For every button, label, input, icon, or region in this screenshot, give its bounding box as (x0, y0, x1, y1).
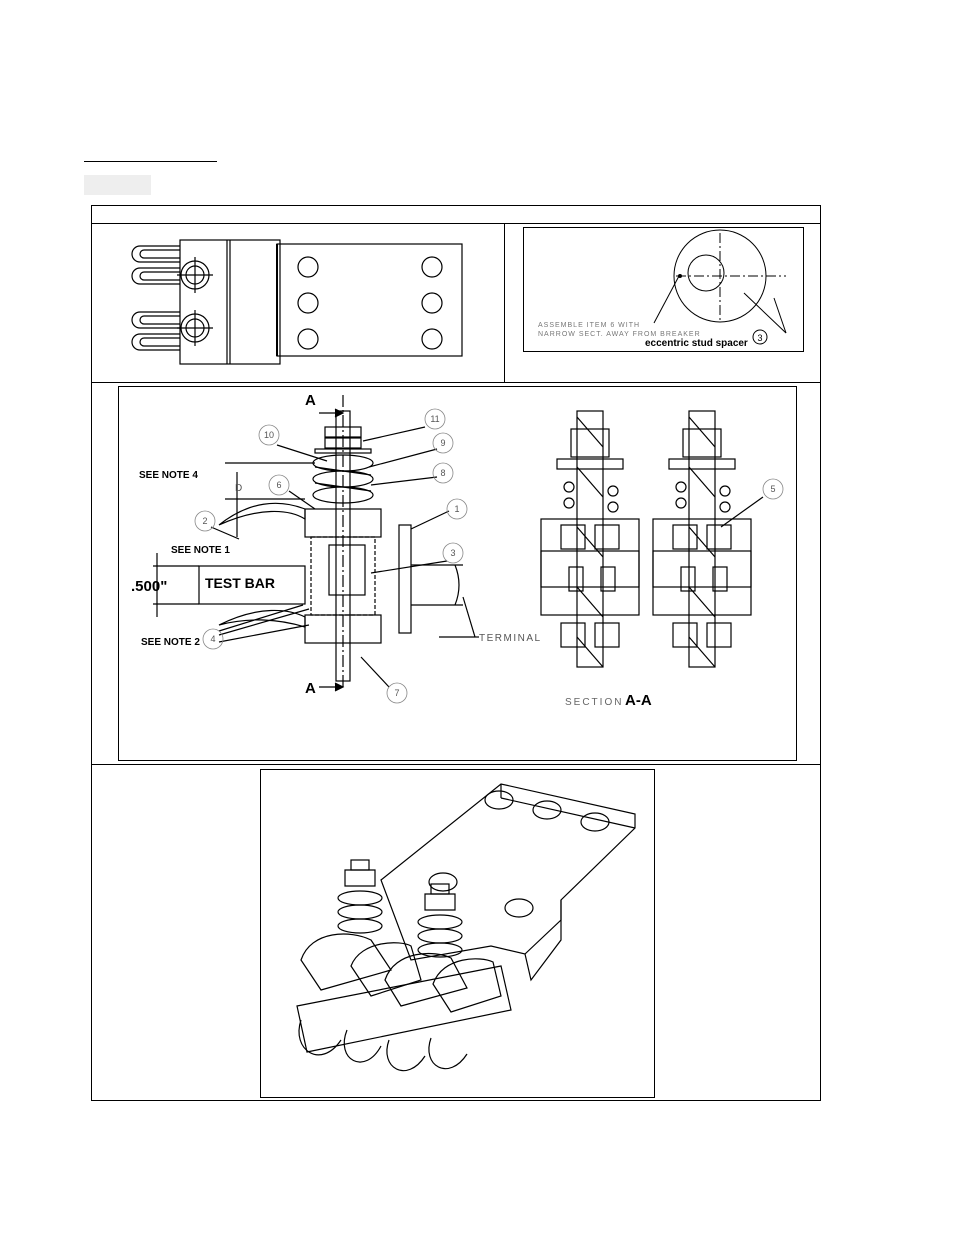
item-7: 7 (394, 688, 399, 698)
section-view-left (541, 411, 639, 667)
assembly-frame: 10 11 9 8 6 2 1 3 4 7 5 A A SEE NOTE 4 S… (118, 386, 797, 761)
table-divider-col (504, 223, 505, 382)
spacer-detail-drawing: ASSEMBLE ITEM 6 WITH NARROW SECT. AWAY F… (524, 228, 803, 351)
item-6: 6 (276, 480, 281, 490)
contact-assembly-right (297, 884, 511, 1071)
section-marker-bottom: A (305, 680, 316, 697)
item-3: 3 (450, 548, 455, 558)
header-label-box (84, 175, 151, 195)
item-10: 10 (264, 430, 274, 440)
contact-fingers (219, 503, 381, 643)
section-name: A-A (625, 692, 652, 709)
terminal-holes (298, 257, 442, 349)
item-5: 5 (770, 484, 775, 494)
assembly-note-line2: NARROW SECT. AWAY FROM BREAKER (538, 331, 701, 338)
item-1: 1 (454, 504, 459, 514)
figure-table: ASSEMBLE ITEM 6 WITH NARROW SECT. AWAY F… (91, 205, 821, 1101)
item-4: 4 (210, 634, 215, 644)
test-bar-label: TEST BAR (205, 575, 275, 591)
spacer-detail-frame: ASSEMBLE ITEM 6 WITH NARROW SECT. AWAY F… (523, 227, 804, 352)
table-divider-row2 (92, 764, 820, 765)
stud-nut-top (177, 257, 213, 293)
isometric-drawing (261, 770, 654, 1097)
section-view-right (653, 411, 763, 667)
spacer-label: eccentric stud spacer (645, 338, 748, 349)
section-marker-top: A (305, 392, 316, 409)
table-divider-title (92, 223, 820, 224)
see-note-1: SEE NOTE 1 (171, 545, 230, 556)
terminal-block (381, 784, 635, 980)
item-8: 8 (440, 468, 445, 478)
contact-finger-loops (132, 246, 180, 350)
terminal-label: TERMINAL (479, 633, 542, 644)
dimension-500: .500" (131, 578, 167, 595)
spacer-item-number: 3 (757, 333, 762, 343)
section-prefix: SECTION (565, 697, 623, 708)
plan-view-drawing (122, 234, 472, 374)
assembly-note-line1: ASSEMBLE ITEM 6 WITH (538, 322, 640, 329)
see-note-2: SEE NOTE 2 (141, 637, 200, 648)
stud-nut-bottom (177, 310, 213, 346)
table-divider-row1 (92, 382, 820, 383)
item-11: 11 (430, 414, 439, 424)
item-9: 9 (440, 438, 445, 448)
isometric-frame (260, 769, 655, 1098)
see-note-4: SEE NOTE 4 (139, 470, 198, 481)
assembly-drawing: 10 11 9 8 6 2 1 3 4 7 5 A A SEE NOTE 4 S… (119, 387, 796, 760)
header-underline (84, 161, 217, 162)
item-2: 2 (202, 516, 207, 526)
dim-d: D (235, 483, 242, 494)
